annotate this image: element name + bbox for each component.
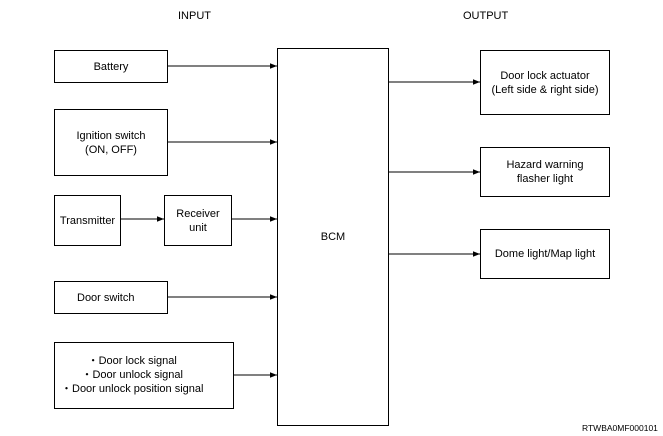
door-unlock-position-signal: ・Door unlock position signal [61,383,204,395]
dome-light-box: Dome light/Map light [480,229,610,279]
input-heading: INPUT [178,10,211,22]
figure-code: RTWBA0MF000101 [582,423,658,433]
door-signals-box: ・Door lock signal ・Door unlock signal ・D… [54,342,234,409]
door-switch-box: Door switch [54,281,168,314]
bcm-box: BCM [277,48,389,426]
ignition-switch-box: Ignition switch (ON, OFF) [54,109,168,176]
door-signals-list: ・Door lock signal ・Door unlock signal ・D… [61,354,203,396]
transmitter-label: Transmitter [59,214,116,227]
output-heading: OUTPUT [463,10,509,22]
ignition-switch-label: Ignition switch (ON, OFF) [76,129,146,156]
door-lock-actuator-box: Door lock actuator (Left side & right si… [480,50,610,115]
door-lock-signal: ・Door lock signal [87,355,177,367]
hazard-warning-box: Hazard warning flasher light [480,147,610,197]
dome-light-label: Dome light/Map light [494,248,596,260]
transmitter-box: Transmitter [54,195,121,246]
door-switch-label: Door switch [77,291,135,304]
battery-box: Battery [54,50,168,83]
receiver-unit-label: Receiver unit [176,207,220,234]
door-lock-actuator-label: Door lock actuator (Left side & right si… [491,69,599,96]
bcm-label: BCM [320,231,346,243]
hazard-warning-label: Hazard warning flasher light [506,159,584,185]
battery-label: Battery [93,60,129,73]
door-unlock-signal: ・Door unlock signal [81,369,183,381]
receiver-unit-box: Receiver unit [164,195,232,246]
